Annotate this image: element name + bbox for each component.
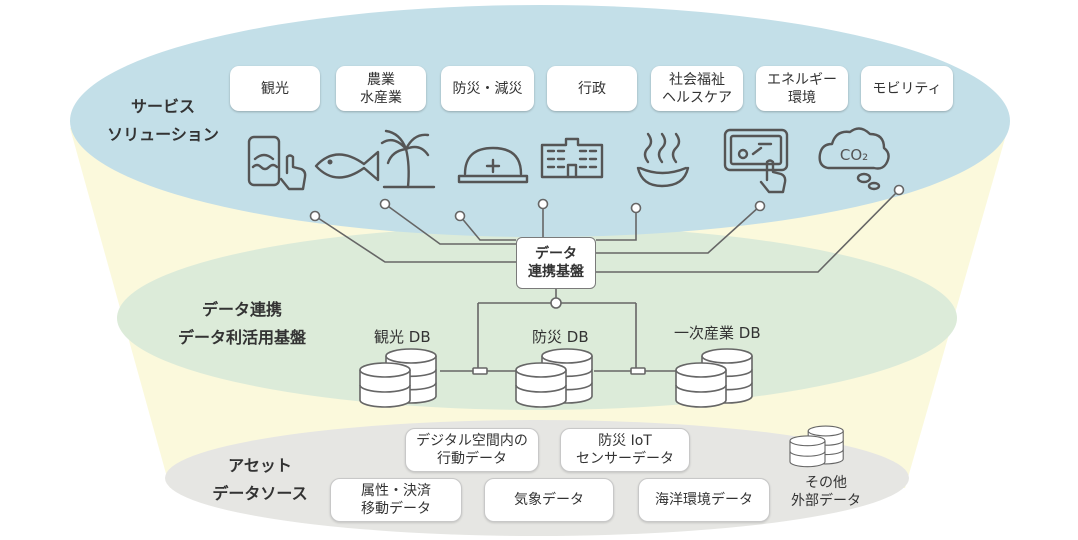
primary-industry-db-icon	[675, 348, 753, 408]
asset-layer-label: アセット データソース	[212, 456, 308, 503]
platform-layer-label: データ連携 データ利活用基盤	[177, 300, 306, 347]
building-icon	[540, 137, 604, 179]
disaster-db-label: 防災 DB	[532, 328, 589, 346]
smartphone-tap-icon	[247, 135, 307, 191]
service-energy-environment: エネルギー 環境	[756, 66, 848, 111]
tourism-db-label: 観光 DB	[374, 328, 431, 346]
fish-icon	[314, 150, 380, 182]
source-attribute-payment: 属性・決済 移動データ	[330, 478, 462, 522]
service-welfare-healthcare: 社会福祉 ヘルスケア	[651, 66, 743, 111]
source-iot-sensor: 防災 IoT センサーデータ	[560, 428, 690, 472]
source-marine: 海洋環境データ	[638, 478, 770, 522]
co2-text: CO₂	[840, 146, 868, 164]
connection-lines	[314, 189, 900, 372]
disaster-db-icon	[515, 348, 593, 408]
other-external-db-icon	[789, 425, 844, 468]
tablet-map-icon	[723, 128, 789, 194]
service-disaster: 防災・減災	[441, 66, 534, 111]
co2-cloud-icon: CO₂	[818, 127, 890, 191]
source-weather: 気象データ	[484, 478, 614, 522]
palm-tree-icon	[380, 129, 436, 189]
service-agriculture-fishery: 農業 水産業	[336, 66, 426, 111]
service-tourism: 観光	[230, 66, 320, 111]
source-digital-space: デジタル空間内の 行動データ	[405, 428, 539, 472]
hot-spring-icon	[636, 132, 690, 188]
service-layer-label: サービス ソリューション	[107, 97, 219, 144]
connection-nodes	[309, 184, 905, 375]
data-integration-hub: データ 連携基盤	[516, 237, 596, 289]
source-other-external: その他 外部データ	[791, 475, 861, 509]
primary-industry-db-label: 一次産業 DB	[674, 324, 761, 342]
service-mobility: モビリティ	[861, 66, 953, 111]
tourism-db-icon	[359, 348, 437, 408]
helmet-icon	[457, 146, 529, 184]
service-administration: 行政	[547, 66, 637, 111]
